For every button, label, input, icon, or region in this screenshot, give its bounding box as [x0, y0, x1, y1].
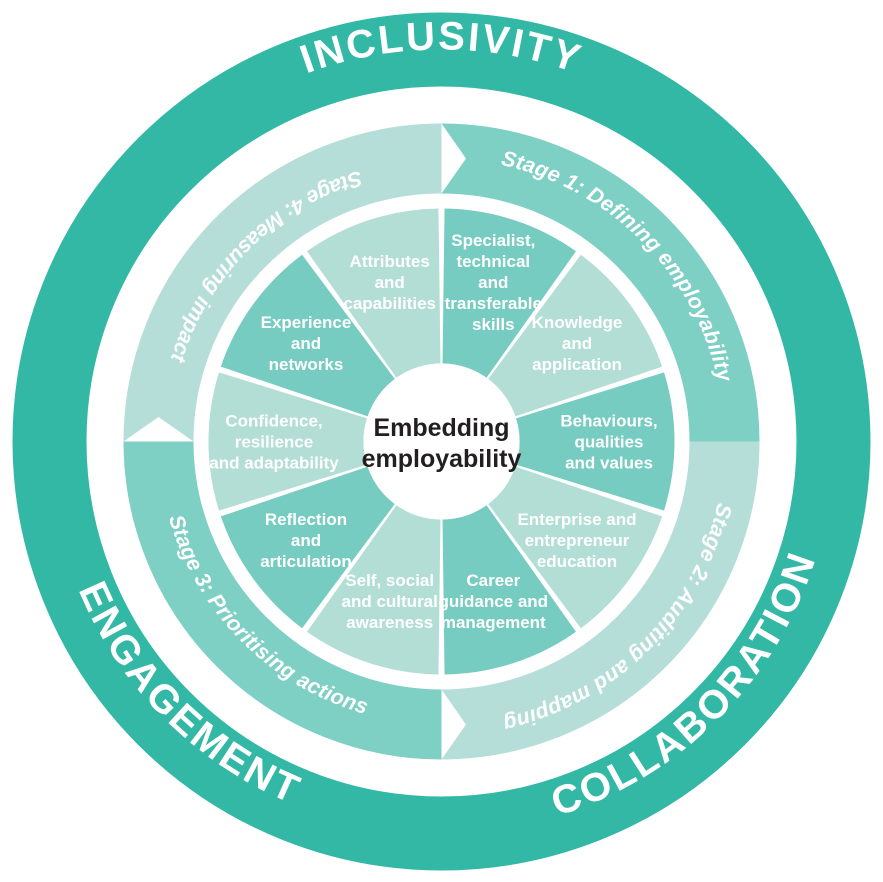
wedge-career-guidance-management-label-line-3: management: [441, 613, 546, 632]
wedge-labels: Specialist, technical and transferable skill…: [209, 231, 657, 632]
wedge-specialist-skills-label-line-1: Specialist,: [451, 231, 535, 250]
wedge-enterprise-entrepreneur-education-label: Enterprise and entrepreneur education: [517, 510, 636, 571]
stage-ring: [123, 123, 760, 760]
outer-values-ring: [12, 12, 871, 871]
stage-3-band[interactable]: [123, 441, 442, 760]
wedge-enterprise-entrepreneur-education-label-line-3: education: [537, 552, 617, 571]
wedge-career-guidance-management[interactable]: [442, 505, 576, 675]
wedge-specialist-skills-label-line-4: transferable: [445, 294, 542, 313]
wedge-attributes-capabilities-label-line-1: Attributes: [350, 252, 430, 271]
wedge-self-social-cultural-awareness-label-line-1: Self, social: [345, 571, 434, 590]
wedge-behaviours-qualities-values-label-line-2: qualities: [575, 433, 644, 452]
wedge-attributes-capabilities[interactable]: [307, 208, 441, 378]
stage-4-band[interactable]: [123, 123, 442, 442]
wedge-confidence-resilience-adaptability[interactable]: [208, 372, 368, 511]
wedge-experience-networks-label: Experience and networks: [261, 313, 352, 374]
wedge-self-social-cultural-awareness-label-line-3: awareness: [346, 613, 433, 632]
wedge-knowledge-application-label-line-1: Knowledge: [532, 313, 623, 332]
wedge-reflection-articulation-label-line-3: articulation: [260, 552, 352, 571]
wedge-knowledge-application-label-line-3: application: [532, 355, 622, 374]
wedge-reflection-articulation-label-line-2: and: [291, 531, 321, 550]
wedge-confidence-resilience-adaptability-label-line-1: Confidence,: [225, 412, 322, 431]
stage-notch-bottom: [441, 689, 466, 760]
center-label: Embedding employability: [362, 414, 522, 473]
wedge-knowledge-application[interactable]: [488, 254, 663, 417]
wedge-confidence-resilience-adaptability-label-line-3: and adaptability: [209, 454, 339, 473]
stage-notch-left: [123, 417, 194, 442]
center-circle: [363, 363, 520, 520]
wedge-self-social-cultural-awareness-label: Self, social and cultural awareness: [342, 571, 438, 632]
wedge-knowledge-application-label: Knowledge and application: [532, 313, 623, 374]
wedge-attributes-capabilities-label: Attributes and capabilities: [343, 252, 436, 313]
wedge-knowledge-application-label-line-2: and: [562, 334, 592, 353]
wedge-enterprise-entrepreneur-education-label-line-2: entrepreneur: [525, 531, 630, 550]
wedge-enterprise-entrepreneur-education-label-line-1: Enterprise and: [517, 510, 636, 529]
wedge-ring: [208, 208, 675, 675]
wedge-confidence-resilience-adaptability-label-line-2: resilience: [235, 433, 313, 452]
wedge-career-guidance-management-label-line-1: Career: [466, 571, 520, 590]
wedge-attributes-capabilities-label-line-2: and: [375, 273, 405, 292]
wedge-career-guidance-management-label-line-2: guidance and: [439, 592, 549, 611]
stage-1-band[interactable]: [441, 123, 760, 442]
center-label-line2: employability: [362, 445, 522, 473]
wedge-reflection-articulation-label: Reflection and articulation: [260, 510, 352, 571]
wedge-specialist-skills-label-line-3: and: [478, 273, 508, 292]
wedge-attributes-capabilities-label-line-3: capabilities: [343, 294, 436, 313]
wedge-experience-networks-label-line-2: and: [291, 334, 321, 353]
wedge-behaviours-qualities-values-label-line-3: and values: [565, 454, 653, 473]
stage-notch-top: [441, 123, 466, 194]
wedge-specialist-skills-label-line-5: skills: [472, 315, 515, 334]
wedge-career-guidance-management-label: Career guidance and management: [439, 571, 549, 632]
wedge-confidence-resilience-adaptability-label: Confidence, resilience and adaptability: [209, 412, 339, 473]
center-label-line1: Embedding: [373, 414, 509, 442]
wedge-enterprise-entrepreneur-education[interactable]: [488, 466, 663, 629]
wedge-experience-networks-label-line-1: Experience: [261, 313, 352, 332]
wedge-specialist-skills[interactable]: [442, 208, 576, 378]
wedge-behaviours-qualities-values-label-line-1: Behaviours,: [560, 412, 657, 431]
wedge-self-social-cultural-awareness[interactable]: [307, 505, 441, 675]
wedge-experience-networks[interactable]: [220, 254, 395, 417]
outer-ring-band: [12, 12, 871, 871]
wedge-specialist-skills-label: Specialist, technical and transferable skill…: [445, 231, 542, 334]
wedge-self-social-cultural-awareness-label-line-2: and cultural: [342, 592, 438, 611]
wedge-behaviours-qualities-values[interactable]: [515, 372, 675, 511]
wedge-experience-networks-label-line-3: networks: [269, 355, 344, 374]
stage-2-band[interactable]: [441, 441, 760, 760]
wedge-specialist-skills-label-line-2: technical: [456, 252, 530, 271]
wedge-reflection-articulation[interactable]: [220, 466, 395, 629]
wedge-reflection-articulation-label-line-1: Reflection: [265, 510, 347, 529]
wedge-behaviours-qualities-values-label: Behaviours, qualities and values: [560, 412, 657, 473]
